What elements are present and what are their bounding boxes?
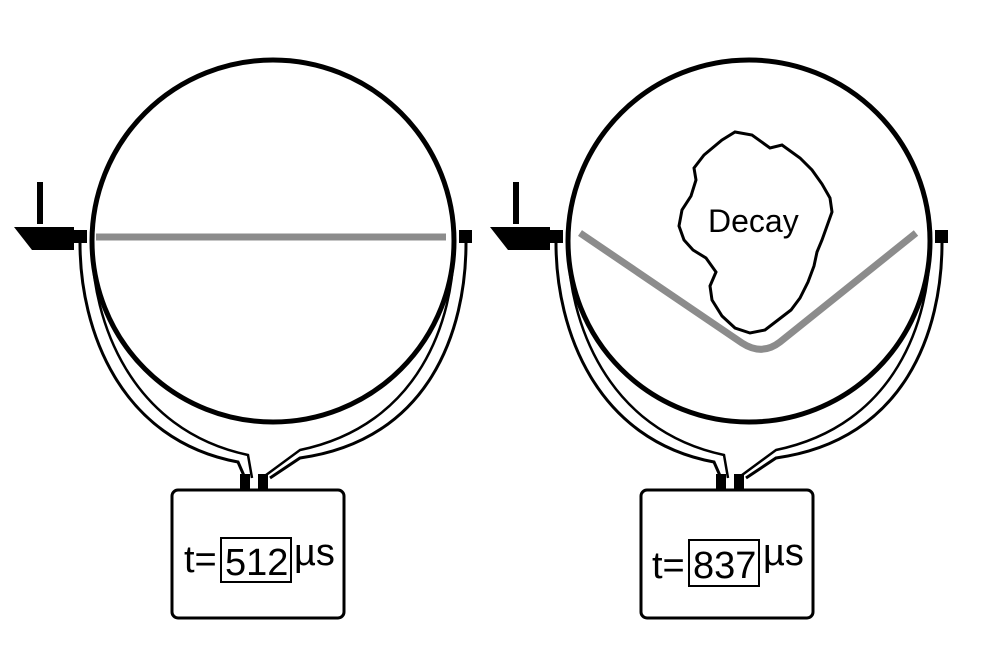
left-readout-value: 512 xyxy=(225,542,288,584)
left-sensor-hammer-icon xyxy=(14,182,74,250)
right-trunk-cross-section xyxy=(565,57,933,425)
left-sensor-node-east xyxy=(459,230,472,243)
right-wave-path xyxy=(578,230,919,353)
right-defect-label: Decay xyxy=(708,203,799,239)
right-cable-east xyxy=(745,242,944,480)
left-cable-east xyxy=(269,242,468,480)
right-decay-region xyxy=(677,130,834,335)
right-sensor-hammer-icon xyxy=(490,182,550,250)
left-readout-prefix: t= xyxy=(184,539,217,581)
right-cable-west xyxy=(554,242,723,479)
left-readout-value-box xyxy=(220,537,292,583)
left-connector-a xyxy=(240,474,250,490)
left-cable-east-inner xyxy=(261,242,456,480)
right-cable-east-inner xyxy=(737,242,932,480)
right-sensor-node-east xyxy=(935,230,948,243)
left-cable-west xyxy=(78,242,247,479)
left-connector-b xyxy=(258,474,268,490)
right-readout-value: 837 xyxy=(693,545,756,587)
right-connector-a xyxy=(716,474,726,490)
left-sensor-node-west xyxy=(74,230,87,243)
right-readout-unit: µs xyxy=(763,532,804,574)
right-cable-west-inner xyxy=(566,242,730,479)
right-readout-value-box xyxy=(688,539,760,587)
left-readout-unit: µs xyxy=(294,532,335,574)
right-sensor-node-west xyxy=(550,230,563,243)
left-trunk-cross-section xyxy=(89,57,457,425)
right-readout-prefix: t= xyxy=(652,545,685,587)
left-cable-west-inner xyxy=(90,242,254,479)
right-connector-b xyxy=(734,474,744,490)
left-panel: t= 512 µs xyxy=(14,57,472,620)
right-panel: Decay t= 837 µs xyxy=(490,57,948,620)
